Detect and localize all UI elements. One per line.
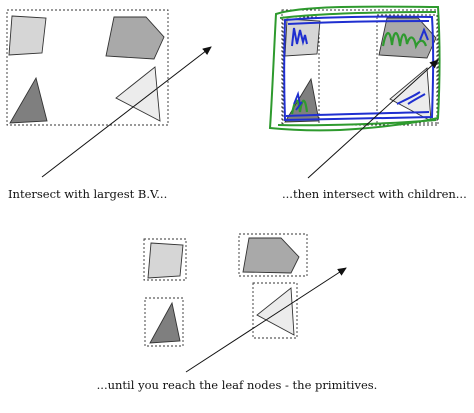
leaf-bounding-volume-quad bbox=[143, 238, 187, 281]
caption-step1: Intersect with largest B.V... bbox=[8, 187, 168, 201]
primitive-triangle-dark bbox=[9, 76, 48, 124]
green-annotation-outline bbox=[268, 5, 441, 132]
green-scribble-pentagon bbox=[381, 32, 428, 50]
leaf-bounding-volume-triangle-pale bbox=[252, 282, 298, 339]
panel-step1 bbox=[6, 9, 212, 178]
primitive-pentagon bbox=[242, 237, 300, 274]
largest-bounding-volume bbox=[6, 9, 169, 126]
primitive-triangle-dark bbox=[149, 301, 181, 344]
panel-step2 bbox=[268, 5, 441, 179]
primitive-triangle-pale bbox=[389, 67, 432, 122]
ray bbox=[307, 59, 439, 179]
primitive-triangle-pale bbox=[256, 287, 295, 336]
primitive-pentagon bbox=[105, 16, 165, 60]
primitive-triangle-pale bbox=[115, 66, 161, 122]
blue-annotation-outline bbox=[283, 15, 435, 122]
primitive-quad-light bbox=[8, 15, 47, 56]
blue-scribble-pale-triangle bbox=[396, 91, 426, 105]
caption-step3: ...until you reach the leaf nodes - the … bbox=[96, 378, 378, 392]
panel-step3 bbox=[143, 233, 347, 373]
leaf-bounding-volume-pentagon bbox=[238, 233, 308, 277]
primitive-pentagon bbox=[378, 17, 437, 59]
ray bbox=[41, 46, 212, 178]
blue-scribble-quad bbox=[291, 27, 308, 47]
primitive-quad-light bbox=[147, 242, 184, 279]
blue-scribble-triangle bbox=[293, 90, 303, 111]
caption-step2: ...then intersect with children... bbox=[282, 187, 467, 201]
leaf-bounding-volume-triangle-dark bbox=[144, 297, 184, 347]
ray bbox=[185, 267, 347, 373]
blue-scribble-pentagon bbox=[419, 27, 429, 41]
